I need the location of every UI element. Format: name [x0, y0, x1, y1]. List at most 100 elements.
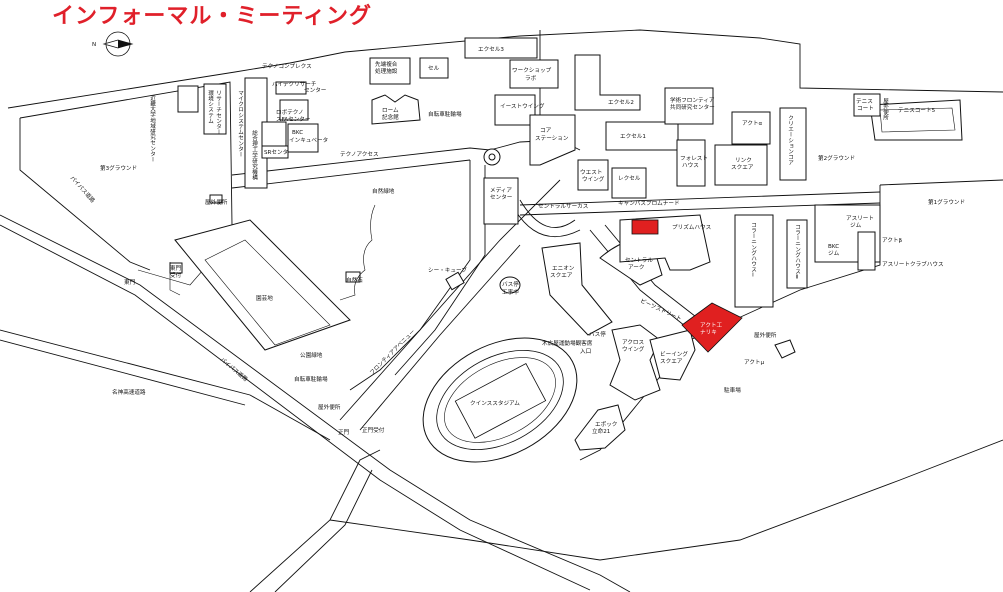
label-highway-lower: パイパス道路 — [219, 355, 250, 383]
label-bkc-gym2: ジム — [828, 250, 840, 257]
prism-highlight — [631, 219, 659, 235]
label-hightech2: センター — [304, 86, 327, 94]
label-highway-upper: パイパス道路 — [69, 174, 98, 205]
label-central-arc2: アーク — [628, 264, 644, 271]
label-rohm2: 記念館 — [382, 113, 399, 121]
label-bkc-gym: BKC — [828, 244, 839, 250]
label-core2: ステーション — [535, 135, 569, 142]
compass-icon: N — [92, 31, 134, 57]
label-outdoor-toilet-w: 屋外便所 — [205, 198, 228, 206]
label-west-wing: ウエスト — [580, 168, 602, 176]
label-outdoor-toilet-s: 屋外便所 — [318, 403, 341, 411]
label-central-arc: セントラル — [625, 257, 653, 264]
highlights — [631, 219, 743, 353]
label-frontier-ave: フロンティアアベニュー — [368, 328, 416, 376]
label-kisoku2: 入口 — [580, 348, 591, 355]
label-park-green: 公園緑地 — [300, 351, 323, 359]
label-parking: 駐車場 — [724, 386, 741, 394]
label-collab2: コラーニングハウスⅡ — [794, 224, 801, 280]
label-epoch: エポック — [595, 420, 617, 428]
label-workshop: ワークショップ — [512, 67, 552, 74]
label-exel1: エクセル1 — [620, 133, 646, 140]
label-collab1: コラーニングハウスⅠ — [750, 222, 757, 278]
label-tennis: テニス — [856, 98, 873, 105]
campus-boundary — [0, 29, 1003, 592]
label-garden: 園芸地 — [256, 294, 273, 302]
label-micro: マイクロシステムセンター — [237, 90, 244, 157]
label-central-circus: セントラルサーカス — [538, 203, 589, 210]
label-robo2: スFAセンター — [276, 115, 311, 123]
label-lab: ラボ — [525, 74, 537, 82]
label-techno-access: テクノアクセス — [340, 151, 379, 158]
label-bus-stop-top2: 工事中 — [502, 288, 519, 296]
label-tennis-court: テニスコート5 — [898, 107, 936, 114]
fields — [174, 99, 963, 351]
label-athlete-club: アスリートクラブハウス — [882, 260, 944, 268]
label-see-cube: シー・キューブ — [428, 266, 467, 274]
label-bkc-incub2: インキュベータ — [289, 136, 328, 144]
label-tennis2: コート — [857, 105, 874, 112]
label-link2: スクエア — [731, 164, 754, 171]
label-exel3: エクセル3 — [478, 46, 504, 53]
label-outdoor-toilet-e: 屋外便所 — [754, 331, 777, 339]
central-circus — [483, 148, 581, 238]
label-kinki: 近畿大学地域研究センター — [149, 94, 156, 162]
label-across2: ウイング — [622, 345, 645, 353]
label-actoen2: ナリキ — [700, 329, 717, 336]
actoen-highlight — [681, 302, 743, 353]
label-hightech: ハイテクリサーチ — [272, 81, 317, 88]
label-campus-promenade: キャンパスプロムナード — [618, 200, 680, 207]
label-athlete-gym: アスリート — [846, 215, 874, 222]
label-kougen: 東門 — [170, 264, 182, 272]
page-title: インフォーマル・ミーティング — [52, 4, 373, 29]
kuinsu-stadium — [422, 337, 578, 463]
label-being: ビーイング — [660, 350, 688, 358]
label-east-gate: 東門 — [124, 278, 136, 286]
label-eon: エニオン — [552, 265, 575, 272]
label-ground1: 第1グラウンド — [928, 198, 965, 206]
label-nature-green: 自然緑地 — [372, 187, 395, 195]
label-rohm: ローム — [382, 107, 399, 114]
label-sr: SRセンター — [264, 148, 294, 156]
label-media: メディア — [490, 186, 512, 194]
label-acto-alpha: アクトα — [742, 120, 763, 127]
label-kanri: 屋外便所 — [882, 98, 889, 122]
label-parking-bike2: 自転車駐輪場 — [294, 375, 328, 383]
compass-label: N — [92, 42, 96, 48]
buildings — [169, 37, 881, 291]
label-acto-mu: アクトμ — [744, 359, 765, 366]
label-bus-stop-top: バス停 — [502, 280, 519, 288]
label-link: リンク — [735, 157, 752, 164]
label-creation: クリエーションコア — [787, 115, 794, 166]
label-main-gate: 正門 — [338, 429, 350, 436]
label-forest: フォレスト — [680, 155, 708, 162]
label-west-wing2: ウイング — [582, 175, 605, 183]
label-east-wing: イーストウイング — [500, 102, 545, 110]
label-athlete-gym2: ジム — [850, 222, 862, 229]
label-beats: ビーツストリート — [639, 297, 683, 323]
label-gakuen: 学術フロンティア — [670, 96, 715, 104]
label-fukugo2: 処理施設 — [375, 67, 398, 75]
label-exel2: エクセル2 — [608, 99, 634, 106]
label-being2: スクエア — [660, 358, 683, 365]
label-gakuen2: 共同研究センター — [670, 103, 715, 111]
label-nature-stone: 自然石 — [346, 276, 363, 284]
nature-green-path — [339, 204, 376, 301]
label-cell: セル — [428, 65, 440, 72]
label-ground3: 第3グラウンド — [100, 164, 137, 172]
label-core: コア — [540, 127, 552, 134]
label-eon2: スクエア — [550, 272, 573, 279]
label-ground2: 第2グラウンド — [818, 154, 855, 162]
label-epoch2: 立命21 — [592, 427, 611, 435]
label-prism: プリズムハウス — [672, 223, 712, 231]
label-fukugo: 先端複合 — [375, 60, 398, 68]
label-env: 環境システム — [207, 90, 214, 124]
label-bus-stop: バス停 — [589, 330, 606, 338]
label-sentan: 総合理工学研究機構 — [251, 129, 258, 182]
label-kougen2: 受付 — [170, 271, 182, 279]
label-kuinsu: クインススタジアム — [470, 399, 520, 407]
label-env2: リサーチセンター — [215, 90, 222, 135]
label-kisoku: 木広屋運動場観客席 — [542, 339, 593, 347]
label-main-gate-rec: 正門受付 — [362, 426, 385, 434]
